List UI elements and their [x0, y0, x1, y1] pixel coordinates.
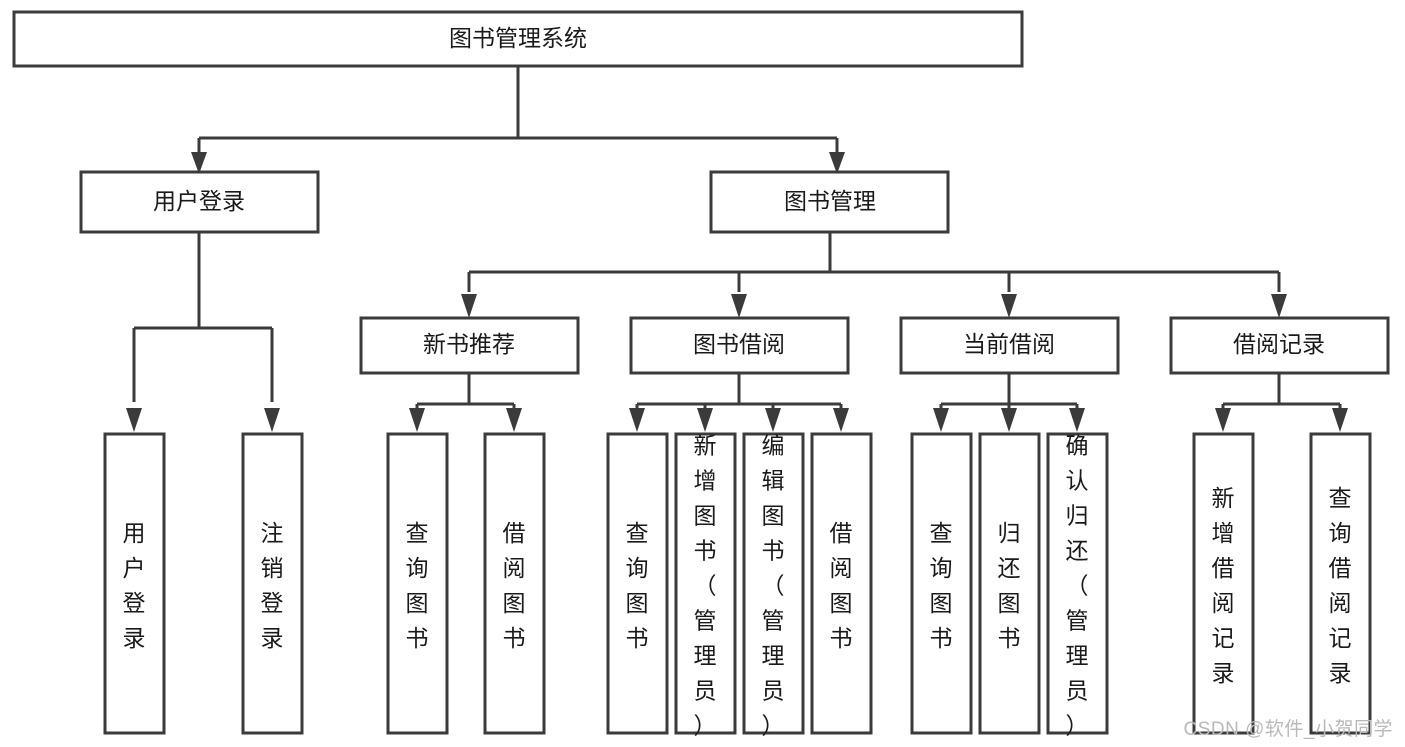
arrowhead-to-leaf-borrow-book-2 [833, 408, 849, 432]
arrowhead-to-leaf-edit-book [765, 408, 781, 432]
arrowhead-to-leaf-logout-login [264, 408, 280, 432]
node-leaf-query-book-2-box[interactable] [606, 432, 669, 735]
node-user-login-box[interactable] [79, 170, 320, 234]
node-leaf-query-book-1-label: 查询图书 [406, 520, 429, 651]
node-root[interactable]: 图书管理系统 [12, 10, 1024, 68]
node-leaf-return-book[interactable]: 归还图书 [978, 432, 1041, 735]
arrowhead-to-leaf-query-book-1 [409, 408, 425, 432]
node-book-borrow-label: 图书借阅 [693, 331, 785, 357]
leaf-node-layer: 用户登录 注销登录 查询图书 借阅图书 查询图书 新增图书（管理员） [103, 432, 1372, 738]
arrowhead-to-leaf-return-book [1001, 408, 1017, 432]
node-leaf-confirm-return-box[interactable] [1046, 432, 1109, 735]
node-leaf-add-record-box[interactable] [1192, 432, 1255, 735]
arrowhead-to-current-borrow [1001, 294, 1017, 318]
node-leaf-user-login-label: 用户登录 [123, 520, 146, 651]
arrowhead-to-leaf-add-record [1215, 408, 1231, 432]
node-leaf-query-record-label: 查询借阅记录 [1329, 485, 1352, 686]
arrowhead-to-new-book-recommend [461, 294, 477, 318]
node-root-box[interactable] [12, 10, 1024, 68]
arrowhead-to-leaf-query-book-3 [933, 408, 949, 432]
node-book-borrow-box[interactable] [629, 316, 850, 375]
node-borrow-record[interactable]: 借阅记录 [1169, 316, 1390, 375]
node-leaf-query-book-3-label: 查询图书 [930, 520, 953, 651]
arrowhead-to-leaf-query-record [1332, 408, 1348, 432]
arrowhead-to-leaf-add-book [697, 408, 713, 432]
arrowhead-to-book-borrow [731, 294, 747, 318]
node-leaf-borrow-book-1-box[interactable] [483, 432, 546, 735]
node-leaf-query-book-1[interactable]: 查询图书 [386, 432, 449, 735]
node-leaf-edit-book-label: 编辑图书（管理员） [762, 432, 785, 738]
node-leaf-return-book-box[interactable] [978, 432, 1041, 735]
arrowhead-to-leaf-user-login [126, 408, 142, 432]
node-leaf-edit-book[interactable]: 编辑图书（管理员） [742, 432, 805, 738]
arrowhead-to-leaf-query-book-2 [629, 408, 645, 432]
node-leaf-return-book-label: 归还图书 [998, 520, 1021, 651]
node-leaf-query-record[interactable]: 查询借阅记录 [1309, 432, 1372, 735]
node-book-borrow[interactable]: 图书借阅 [629, 316, 850, 375]
arrowhead-to-user-login [191, 152, 207, 174]
node-book-manage-box[interactable] [709, 170, 950, 234]
node-leaf-add-book[interactable]: 新增图书（管理员） [674, 432, 737, 738]
node-leaf-add-record[interactable]: 新增借阅记录 [1192, 432, 1255, 735]
node-leaf-add-book-label: 新增图书（管理员） [694, 432, 717, 738]
node-leaf-borrow-book-2-box[interactable] [810, 432, 873, 735]
connector-user-login-to-bus [132, 232, 274, 402]
node-leaf-user-login-box[interactable] [103, 432, 166, 735]
node-root-label: 图书管理系统 [449, 25, 587, 51]
node-leaf-borrow-book-2[interactable]: 借阅图书 [810, 432, 873, 735]
node-borrow-record-label: 借阅记录 [1233, 331, 1325, 357]
node-current-borrow-box[interactable] [899, 316, 1120, 375]
node-new-book-recommend[interactable]: 新书推荐 [359, 316, 580, 375]
node-user-login[interactable]: 用户登录 [79, 170, 320, 234]
connector-root-to-bus [197, 66, 839, 160]
node-new-book-recommend-label: 新书推荐 [423, 331, 515, 357]
node-leaf-logout-login-label: 注销登录 [261, 520, 284, 651]
node-leaf-add-record-label: 新增借阅记录 [1212, 485, 1235, 686]
node-leaf-logout-login[interactable]: 注销登录 [241, 432, 304, 735]
node-leaf-confirm-return[interactable]: 确认归还（管理员） [1046, 432, 1109, 738]
node-leaf-query-book-3-box[interactable] [910, 432, 973, 735]
arrowhead-to-book-manage [829, 152, 845, 174]
node-leaf-borrow-book-1[interactable]: 借阅图书 [483, 432, 546, 735]
connector-book-manage-to-bus [467, 232, 1281, 292]
connector-layer [126, 66, 1348, 432]
node-leaf-borrow-book-2-label: 借阅图书 [830, 520, 853, 651]
arrowhead-to-borrow-record [1271, 294, 1287, 318]
arrowhead-to-leaf-borrow-book-1 [506, 408, 522, 432]
node-leaf-query-record-box[interactable] [1309, 432, 1372, 735]
connector-borrow-record-to-bus [1221, 373, 1342, 412]
node-leaf-confirm-return-label: 确认归还（管理员） [1066, 432, 1089, 738]
node-current-borrow[interactable]: 当前借阅 [899, 316, 1120, 375]
node-leaf-edit-book-box[interactable] [742, 432, 805, 735]
node-leaf-user-login[interactable]: 用户登录 [103, 432, 166, 735]
node-current-borrow-label: 当前借阅 [963, 331, 1055, 357]
node-new-book-recommend-box[interactable] [359, 316, 580, 375]
node-leaf-add-book-box[interactable] [674, 432, 737, 735]
node-book-manage-label: 图书管理 [784, 188, 876, 214]
connector-book-borrow-to-bus [635, 373, 843, 412]
connector-new-book-recommend-to-bus [415, 373, 516, 412]
node-leaf-query-book-2-label: 查询图书 [626, 520, 649, 651]
node-leaf-logout-login-box[interactable] [241, 432, 304, 735]
node-leaf-query-book-2[interactable]: 查询图书 [606, 432, 669, 735]
connector-current-borrow-to-bus [939, 373, 1079, 412]
node-leaf-query-book-3[interactable]: 查询图书 [910, 432, 973, 735]
node-book-manage[interactable]: 图书管理 [709, 170, 950, 234]
arrowhead-to-leaf-confirm-return [1069, 408, 1085, 432]
node-leaf-query-book-1-box[interactable] [386, 432, 449, 735]
node-borrow-record-box[interactable] [1169, 316, 1390, 375]
node-user-login-label: 用户登录 [153, 188, 245, 214]
node-leaf-borrow-book-1-label: 借阅图书 [503, 520, 526, 651]
